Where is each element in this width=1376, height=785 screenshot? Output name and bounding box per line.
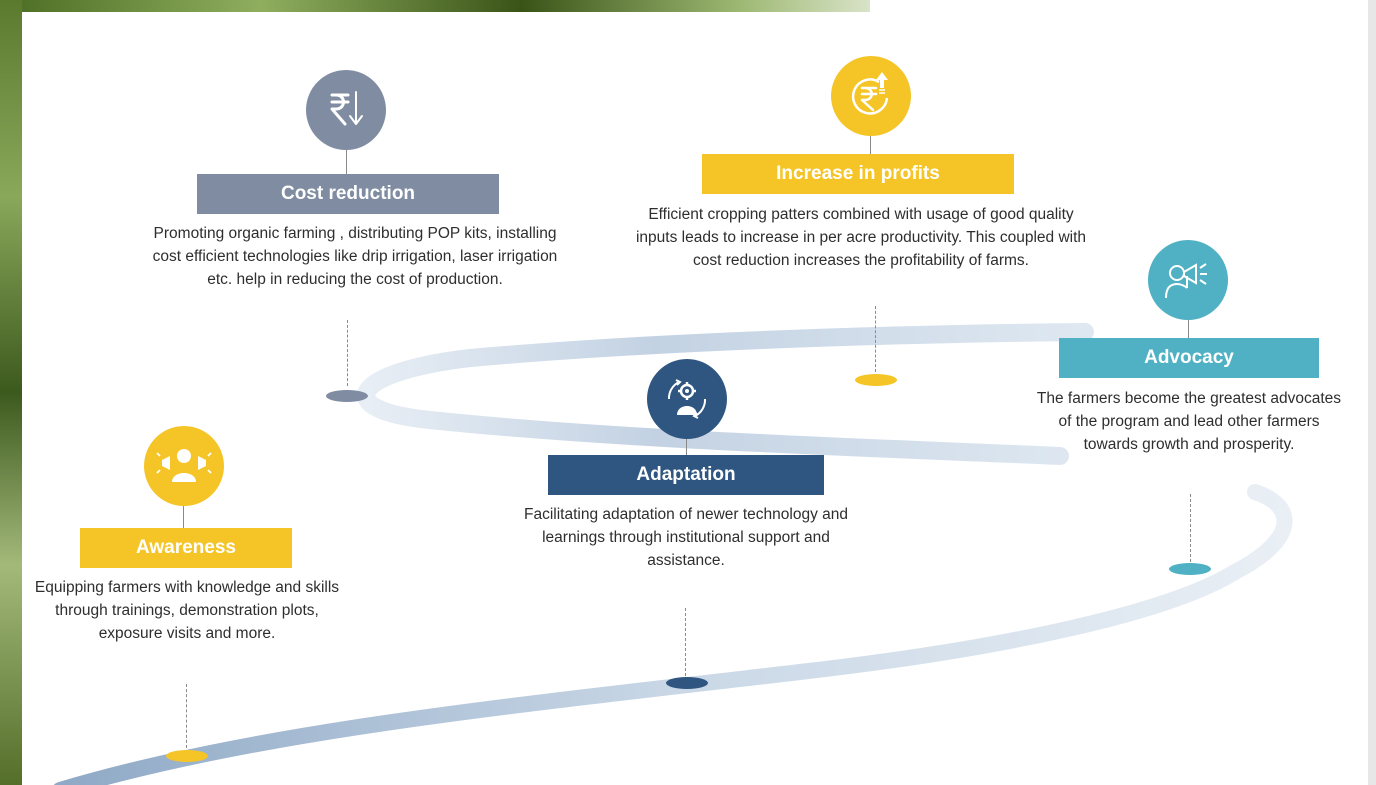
awareness-road-marker	[166, 750, 208, 762]
road-lower-curve	[53, 484, 1293, 785]
advocacy-icon-circle	[1148, 240, 1228, 320]
advocacy-title: Advocacy	[1144, 347, 1234, 368]
adaptation-connector	[686, 439, 687, 455]
awareness-banner: Awareness	[80, 528, 292, 568]
increase-in-profits-description: Efficient cropping patters combined with…	[635, 206, 1087, 269]
cost-reduction-title: Cost reduction	[280, 183, 416, 204]
increase-in-profits-connector	[870, 136, 871, 154]
person-megaphone-icon	[1165, 263, 1207, 299]
adaptation-dashed-line	[685, 608, 686, 676]
rupee-up-arrow-icon	[851, 72, 889, 115]
adaptation-title: Adaptation	[636, 464, 736, 485]
advocacy-dashed-line	[1190, 494, 1191, 562]
awareness-title: Awareness	[136, 537, 236, 558]
adaptation-description: Facilitating adaptation of newer technol…	[524, 506, 848, 569]
cost-reduction-road-marker	[326, 390, 368, 402]
awareness-description: Equipping farmers with knowledge and ski…	[34, 579, 340, 642]
increase-in-profits-road-marker	[855, 374, 897, 386]
awareness-connector	[183, 506, 184, 528]
advocacy-connector	[1188, 320, 1189, 338]
increase-in-profits-banner: Increase in profits	[702, 154, 1014, 194]
advocacy-description: The farmers become the greatest advocate…	[1036, 390, 1342, 453]
increase-in-profits-dashed-line	[875, 306, 876, 372]
awareness-dashed-line	[186, 684, 187, 748]
person-gear-cycle-icon	[668, 379, 706, 419]
awareness-icon-circle	[144, 426, 224, 506]
adaptation-icon-circle	[647, 359, 727, 439]
cost-reduction-connector	[346, 150, 347, 174]
cost-reduction-description: Promoting organic farming , distributing…	[152, 225, 558, 288]
right-edge-strip	[1368, 0, 1376, 785]
adaptation-road-marker	[666, 677, 708, 689]
cost-reduction-dashed-line	[347, 320, 348, 386]
increase-in-profits-title: Increase in profits	[776, 163, 940, 184]
adaptation-banner: Adaptation	[548, 455, 824, 495]
road-upper-loop	[357, 323, 1094, 465]
advocacy-banner: Advocacy	[1059, 338, 1319, 378]
increase-in-profits-icon-circle	[831, 56, 911, 136]
cost-reduction-icon-circle	[306, 70, 386, 150]
megaphone-person-icon	[156, 449, 212, 482]
background-photo-top	[0, 0, 870, 12]
cost-reduction-banner: Cost reduction	[197, 174, 499, 214]
advocacy-road-marker	[1169, 563, 1211, 575]
rupee-down-arrow-icon	[330, 91, 363, 126]
background-photo-left	[0, 0, 22, 785]
